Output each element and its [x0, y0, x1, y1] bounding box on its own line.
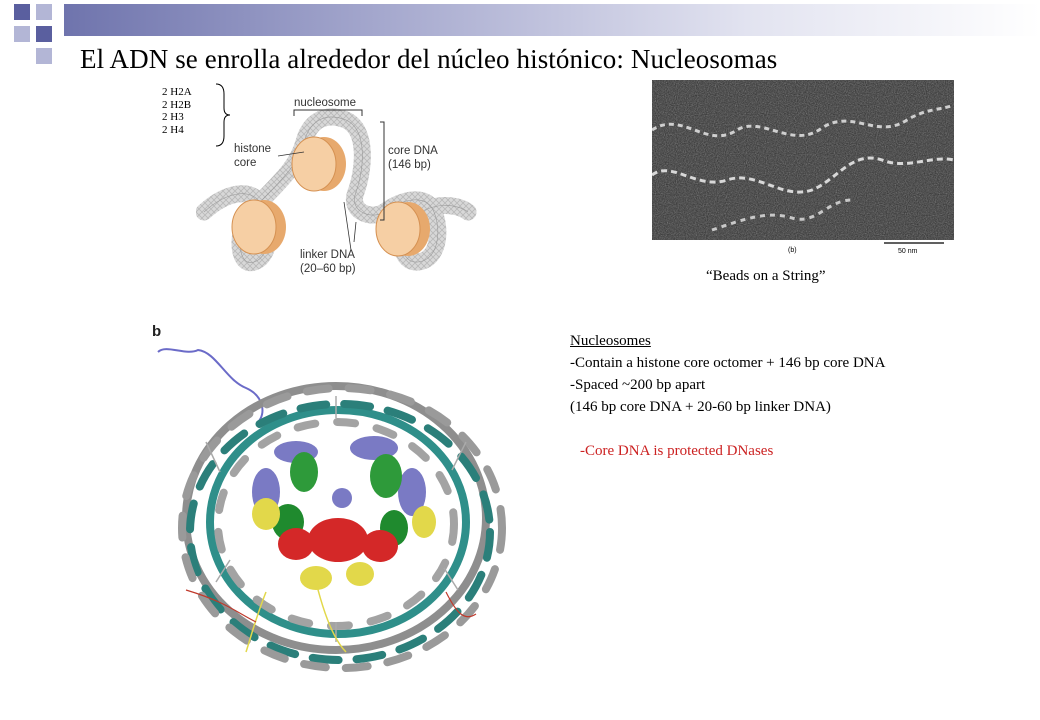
core-dna-note: -Core DNA is protected DNases — [580, 443, 774, 459]
histone-core-right — [375, 201, 430, 257]
histone-item: 2 H2B — [162, 98, 192, 111]
title-gradient-bar — [64, 4, 1040, 36]
histone-item: 2 H2A — [162, 86, 192, 98]
deco-square-1 — [14, 4, 30, 20]
label-nucleosome: nucleosome — [294, 97, 356, 109]
page-title: El ADN se enrolla alrededor del núcleo h… — [80, 44, 778, 74]
notes-line: (146 bp core DNA + 20-60 bp linker DNA) — [570, 399, 831, 415]
micrograph-scale: 50 nm — [898, 248, 918, 255]
deco-square-3 — [14, 26, 30, 42]
label-core-dna-bp: (146 bp) — [388, 159, 431, 171]
label-core: core — [234, 157, 256, 169]
deco-square-2 — [36, 4, 52, 20]
electron-micrograph: (b) 50 nm — [652, 80, 954, 258]
histone-core-left — [231, 199, 286, 255]
histone-core-center — [291, 136, 346, 192]
deco-square-4 — [36, 26, 52, 42]
histone-item: 2 H3 — [162, 111, 184, 123]
notes-heading: Nucleosomes — [570, 333, 651, 349]
label-core-dna: core DNA — [388, 145, 438, 157]
nucleosome-crystal-structure: b — [152, 323, 506, 672]
label-linker-bp: (20–60 bp) — [300, 263, 356, 275]
structure-panel-label: b — [152, 323, 161, 340]
notes-line: -Contain a histone core octomer + 146 bp… — [570, 355, 886, 371]
notes-line: -Spaced ~200 bp apart — [570, 377, 706, 393]
micrograph-panel-label: (b) — [788, 247, 797, 254]
curly-brace — [215, 83, 231, 147]
deco-square-5 — [36, 48, 52, 64]
label-linker-dna: linker DNA — [300, 249, 355, 261]
label-histone: histone — [234, 143, 271, 155]
nucleosome-diagram: nucleosome histone core core DNA (146 bp… — [196, 97, 477, 275]
histone-list: 2 H2A 2 H2B 2 H3 2 H4 — [162, 86, 192, 136]
nucleosome-notes: Nucleosomes -Contain a histone core octo… — [570, 330, 885, 418]
histone-item: 2 H4 — [162, 123, 184, 136]
beads-caption: “Beads on a String” — [706, 268, 826, 284]
